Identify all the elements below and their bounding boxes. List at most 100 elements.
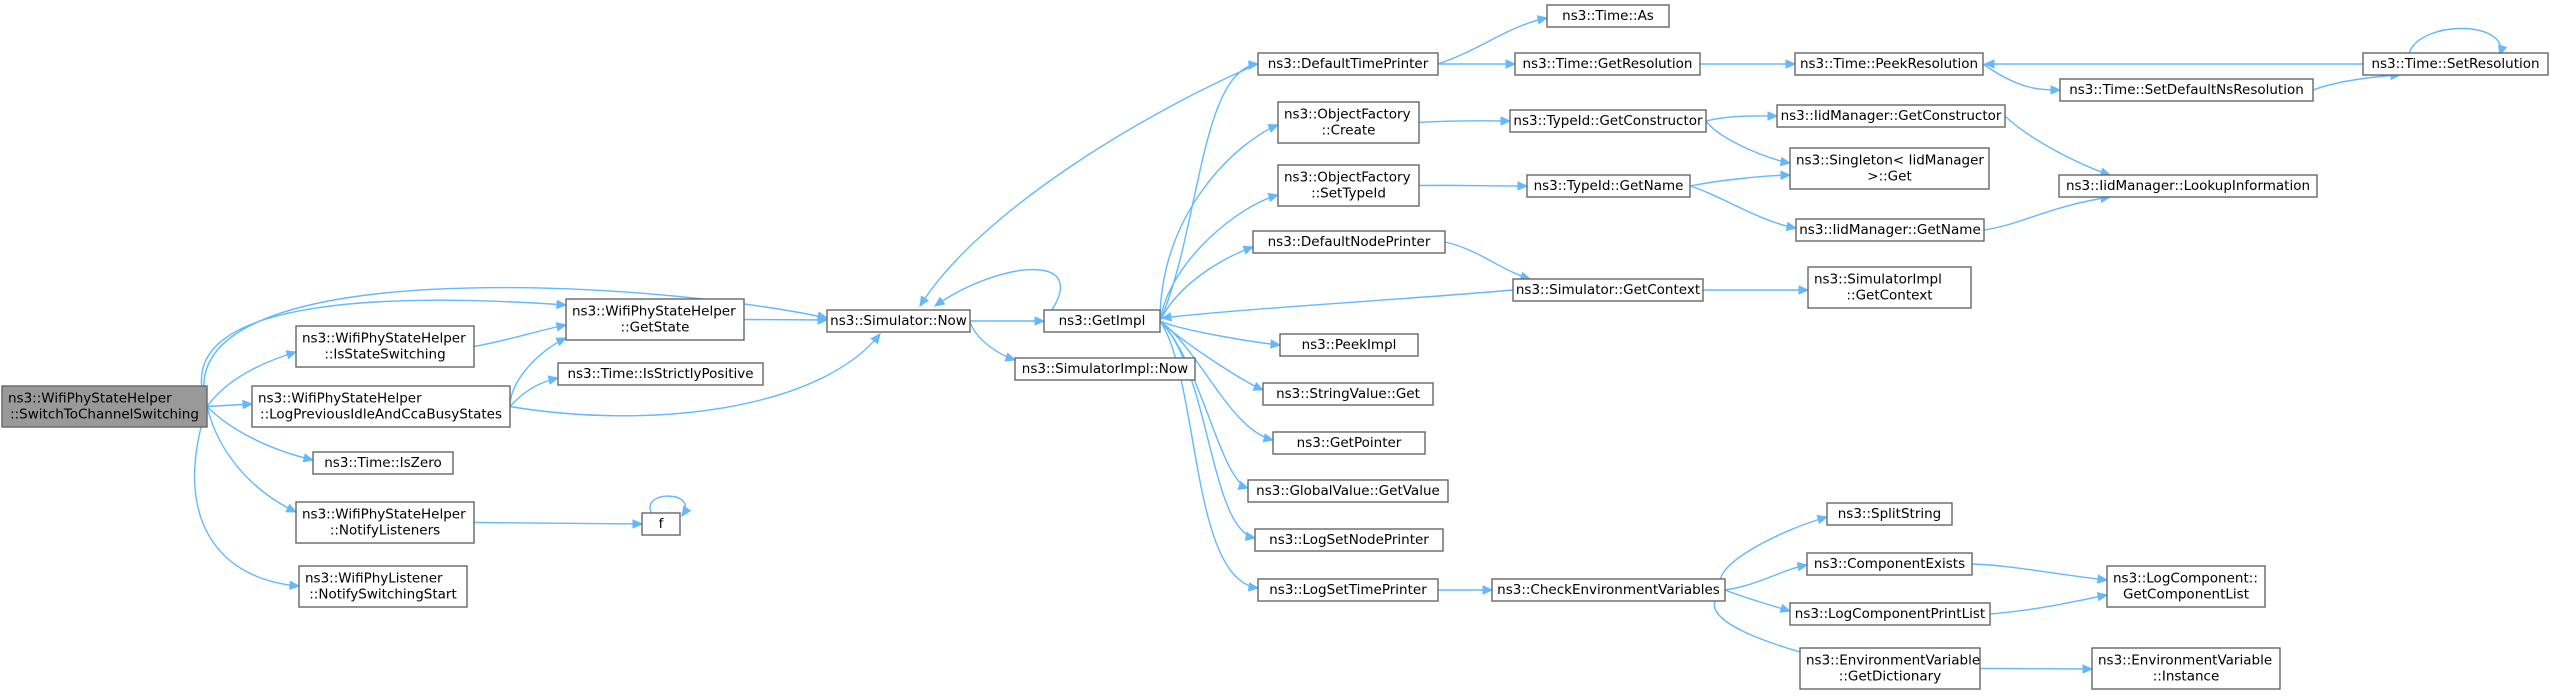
node-notifyListeners[interactable]: ns3::WifiPhyStateHelper::NotifyListeners	[295, 501, 475, 544]
node-isZero[interactable]: ns3::Time::IsZero	[312, 451, 454, 475]
node-simImplGetContext[interactable]: ns3::SimulatorImpl::GetContext	[1807, 266, 1972, 309]
node-box	[1277, 101, 1420, 144]
node-timeGetResolution[interactable]: ns3::Time::GetResolution	[1514, 52, 1701, 76]
node-label-line: ::LogPreviousIdleAndCcaBusyStates	[260, 407, 502, 423]
edge-line	[1159, 320, 1281, 346]
node-peekImpl[interactable]: ns3::PeekImpl	[1279, 333, 1419, 357]
node-timePeekResolution[interactable]: ns3::Time::PeekResolution	[1794, 52, 1984, 76]
edge-arrowhead	[1517, 181, 1529, 191]
node-splitString[interactable]: ns3::SplitString	[1826, 502, 1953, 526]
edge-checkEnv-to-logComponentPrintList	[1724, 589, 1792, 613]
node-logSetNodePrinter[interactable]: ns3::LogSetNodePrinter	[1254, 528, 1444, 552]
edge-arrowhead	[1779, 603, 1792, 613]
edge-line	[934, 268, 1061, 322]
edge-arrowhead	[556, 299, 568, 310]
node-label-line: ns3::LogSetTimePrinter	[1269, 582, 1427, 598]
edge-arrowhead	[870, 333, 881, 345]
node-box	[1257, 52, 1439, 76]
node-iidGetName[interactable]: ns3::IidManager::GetName	[1795, 218, 1985, 242]
node-label-line: ns3::IidManager::GetName	[1799, 222, 1981, 238]
node-label-line: ::Create	[1322, 123, 1376, 139]
node-box	[557, 362, 764, 386]
node-logComponentPrintList[interactable]: ns3::LogComponentPrintList	[1789, 602, 1991, 626]
node-label-line: ns3::WifiPhyStateHelper	[572, 304, 736, 320]
edge-line	[1159, 63, 1259, 322]
node-logComponentGetComponentList[interactable]: ns3::LogComponent::GetComponentList	[2106, 565, 2266, 608]
node-ofCreate[interactable]: ns3::ObjectFactory::Create	[1277, 101, 1420, 144]
node-isStrictlyPositive[interactable]: ns3::Time::IsStrictlyPositive	[557, 362, 764, 386]
edge-arrowhead	[2097, 574, 2109, 584]
edge-line	[1437, 17, 1548, 65]
node-typeIdGetConstructor[interactable]: ns3::TypeId::GetConstructor	[1509, 109, 1707, 133]
edge-logPrevious-to-simNow	[509, 333, 881, 417]
node-box	[2106, 565, 2266, 608]
node-timeAs[interactable]: ns3::Time::As	[1546, 4, 1670, 28]
node-simGetContext[interactable]: ns3::Simulator::GetContext	[1512, 278, 1704, 302]
node-box	[298, 565, 468, 608]
edge-arrowhead	[1004, 352, 1017, 362]
node-timeSetDefaultNsResolution[interactable]: ns3::Time::SetDefaultNsResolution	[2059, 78, 2314, 102]
edge-line	[1159, 194, 1279, 322]
node-iidGetConstructor[interactable]: ns3::IidManager::GetConstructor	[1776, 104, 2006, 128]
node-box	[1491, 578, 1726, 602]
node-label-line: ns3::LogComponent::	[2113, 571, 2258, 587]
node-label-line: ns3::Time::SetDefaultNsResolution	[2069, 82, 2304, 98]
node-label-line: ns3::TypeId::GetName	[1534, 178, 1684, 194]
node-logSetTimePrinter[interactable]: ns3::LogSetTimePrinter	[1257, 578, 1439, 602]
edge-arrowhead	[547, 375, 560, 385]
node-root[interactable]: ns3::WifiPhyStateHelper::SwitchToChannel…	[1, 385, 208, 428]
node-label-line: ns3::Time::IsZero	[324, 455, 442, 471]
edge-arrowhead	[1248, 582, 1260, 592]
node-label-line: ns3::SimulatorImpl	[1814, 272, 1942, 288]
node-f[interactable]: f	[641, 512, 681, 536]
node-simNow[interactable]: ns3::Simulator::Now	[826, 309, 971, 333]
node-stringValueGet[interactable]: ns3::StringValue::Get	[1262, 382, 1434, 406]
edge-arrowhead	[1160, 312, 1172, 322]
edge-line	[2408, 27, 2502, 56]
node-ofSetTypeId[interactable]: ns3::ObjectFactory::SetTypeId	[1277, 164, 1420, 207]
node-logPrevious[interactable]: ns3::WifiPhyStateHelper::LogPreviousIdle…	[251, 385, 511, 428]
node-label-line: ns3::ComponentExists	[1814, 556, 1965, 572]
node-timeSetResolution[interactable]: ns3::Time::SetResolution	[2362, 52, 2549, 76]
node-label-line: ns3::WifiPhyStateHelper	[8, 391, 172, 407]
node-globalValueGetValue[interactable]: ns3::GlobalValue::GetValue	[1247, 479, 1449, 503]
edge-defaultTimePrinter-to-timeGetResolution	[1438, 59, 1517, 69]
node-defaultNodePrinter[interactable]: ns3::DefaultNodePrinter	[1252, 230, 1446, 254]
edge-arrowhead	[289, 580, 301, 591]
edge-arrowhead	[2082, 664, 2094, 674]
node-label-line: ns3::IidManager::LookupInformation	[2066, 178, 2310, 194]
node-label-line: ns3::Simulator::Now	[830, 313, 967, 329]
edge-arrowhead	[1983, 59, 1995, 69]
node-label-line: ns3::SimulatorImpl::Now	[1022, 361, 1188, 377]
node-defaultTimePrinter[interactable]: ns3::DefaultTimePrinter	[1257, 52, 1439, 76]
node-getPointer[interactable]: ns3::GetPointer	[1272, 431, 1426, 455]
node-envInstance[interactable]: ns3::EnvironmentVariable::Instance	[2091, 647, 2281, 690]
edge-isStateSwitching-to-getState	[473, 322, 568, 348]
node-box	[2091, 647, 2281, 690]
edge-arrowhead	[919, 295, 930, 308]
node-singletonGet[interactable]: ns3::Singleton< IidManager >::Get	[1789, 147, 1990, 190]
edge-line	[743, 318, 828, 321]
edge-arrowhead	[933, 296, 946, 307]
edge-arrowhead	[1505, 59, 1517, 69]
node-box	[1252, 230, 1446, 254]
node-checkEnv[interactable]: ns3::CheckEnvironmentVariables	[1491, 578, 1726, 602]
edge-arrowhead	[632, 519, 644, 529]
node-getState[interactable]: ns3::WifiPhyStateHelper::GetState	[565, 298, 745, 341]
edge-line	[1724, 564, 1808, 591]
edge-root-to-isStateSwitching	[206, 350, 298, 407]
edge-arrowhead	[1237, 480, 1250, 490]
node-isStateSwitching[interactable]: ns3::WifiPhyStateHelper::IsStateSwitchin…	[295, 325, 475, 368]
node-getImpl[interactable]: ns3::GetImpl	[1043, 309, 1161, 333]
node-typeIdGetName[interactable]: ns3::TypeId::GetName	[1526, 174, 1691, 198]
edge-simGetContext-to-getImpl	[1160, 289, 1514, 322]
node-simImplNow[interactable]: ns3::SimulatorImpl::Now	[1014, 357, 1196, 381]
node-componentExists[interactable]: ns3::ComponentExists	[1806, 552, 1973, 576]
node-envGetDictionary[interactable]: ns3::EnvironmentVariable::GetDictionary	[1799, 647, 1981, 690]
node-notifySwitchingStart[interactable]: ns3::WifiPhyListener::NotifySwitchingSta…	[298, 565, 468, 608]
node-box	[641, 512, 681, 536]
node-box	[295, 325, 475, 368]
node-iidLookupInformation[interactable]: ns3::IidManager::LookupInformation	[2058, 174, 2318, 198]
node-label-line: f	[659, 516, 665, 532]
